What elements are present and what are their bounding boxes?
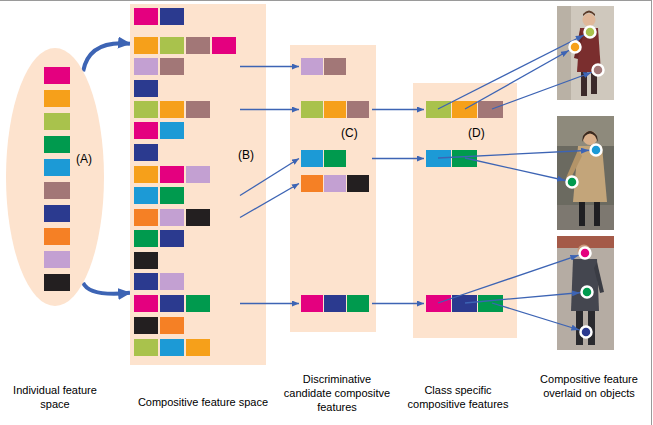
caption-box: Individual feature space [6, 383, 104, 411]
compositive-features [134, 8, 236, 356]
class-specific-features [426, 101, 503, 312]
ellipse-fill [6, 48, 104, 306]
panel-letter: (D) [468, 126, 485, 140]
caption-box: Discriminative candidate compositve feat… [278, 372, 396, 414]
pedestrian-photo [557, 116, 614, 230]
caption-box: Compositive feature space [128, 395, 278, 409]
panel-letter: (B) [238, 148, 254, 162]
frame-line [651, 0, 652, 425]
caption-text: Compositive feature space [138, 396, 268, 408]
caption-text: Individual feature space [13, 384, 97, 410]
feature-dots [567, 27, 604, 338]
panel-letter: (C) [341, 126, 358, 140]
leader-lines [438, 32, 598, 332]
composition-arrow [83, 43, 130, 71]
caption-box: Class specific compositive features [402, 383, 514, 411]
caption-text: Compositive feature overlaid on objects [540, 373, 638, 399]
composition-arrow [83, 283, 130, 294]
individual-features [44, 67, 70, 291]
caption-text: Class specific compositive features [408, 384, 509, 410]
frame-line [0, 0, 652, 1]
selection-arrows [240, 67, 424, 304]
caption-box: Compositive feature overlaid on objects [532, 372, 646, 400]
candidate-features [301, 58, 369, 312]
pedestrian-photo [557, 236, 614, 350]
panel-letter: (A) [76, 152, 92, 166]
caption-text: Discriminative candidate compositve feat… [284, 373, 390, 413]
